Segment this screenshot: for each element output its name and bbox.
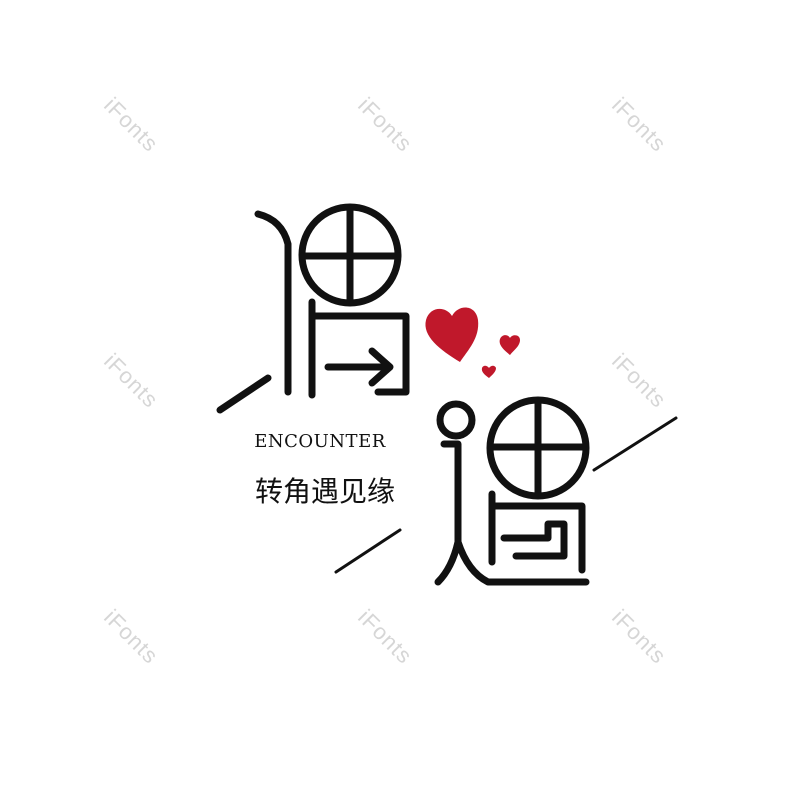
accent-line bbox=[334, 528, 402, 574]
glyph-yu-dot bbox=[436, 400, 476, 440]
glyph-yu-box bbox=[488, 490, 586, 574]
tagline: ENCOUNTER bbox=[254, 431, 386, 452]
glyph-ou-box bbox=[308, 298, 410, 399]
glyph-yu-spiral bbox=[500, 520, 568, 560]
slogan: 转角遇见缘 bbox=[254, 475, 395, 508]
accent-line bbox=[592, 416, 678, 472]
glyph-ou-radical bbox=[254, 210, 292, 396]
heart-icon bbox=[425, 307, 479, 362]
heart-icon bbox=[499, 335, 520, 355]
accent-line bbox=[218, 376, 270, 412]
heart-icon bbox=[481, 365, 496, 378]
glyph-ou-arrow bbox=[324, 347, 394, 387]
glyph-yu-walk bbox=[440, 440, 590, 586]
